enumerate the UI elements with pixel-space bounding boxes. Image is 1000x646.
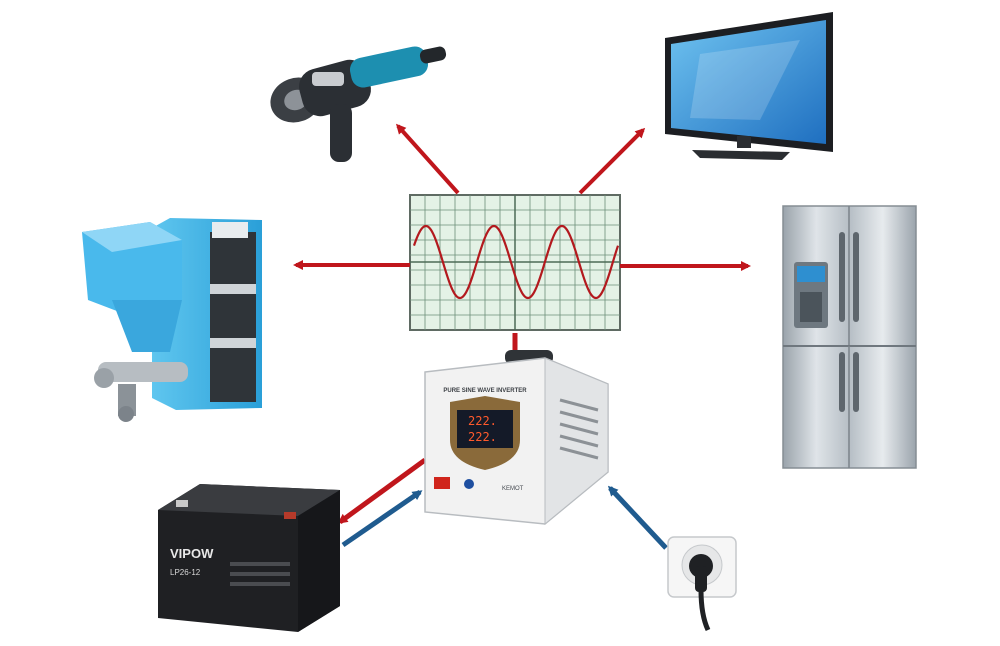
output-arrows: [293, 123, 751, 550]
arrow-to-battery: [337, 457, 427, 525]
arrow-to-tv: [578, 127, 646, 195]
inverter-power-switch[interactable]: [434, 477, 450, 489]
inverter-brand: KEMOT: [502, 486, 524, 492]
inverter-vents: [559, 398, 599, 460]
sine-wave: [412, 224, 620, 300]
oscilloscope: [409, 194, 621, 331]
arrow-from-socket: [607, 485, 668, 550]
television: [665, 12, 833, 160]
pellet-boiler: [82, 218, 262, 422]
inverter: PURE SINE WAVE INVERTER 222. 222. KEMOT: [424, 350, 609, 526]
inverter-display-bottom: 222.: [468, 430, 497, 444]
power-plug: [689, 554, 713, 632]
angle-grinder: [270, 46, 447, 162]
inverter-display: [457, 410, 513, 448]
inverter-panel-title: PURE SINE WAVE INVERTER: [443, 388, 527, 394]
refrigerator: [782, 205, 917, 469]
arrow-from-battery: [341, 489, 423, 548]
battery-brand: VIPOW: [170, 546, 214, 561]
inverter-display-top: 222.: [468, 414, 497, 428]
battery-terminal-positive: [284, 512, 296, 519]
battery-model: LP26-12: [170, 568, 201, 577]
battery: VIPOW LP26-12: [158, 484, 340, 632]
arrow-to-grinder: [395, 123, 460, 195]
wall-socket: [667, 536, 737, 632]
inverter-indicator-button[interactable]: [464, 479, 474, 489]
battery-terminal-negative: [176, 500, 188, 507]
